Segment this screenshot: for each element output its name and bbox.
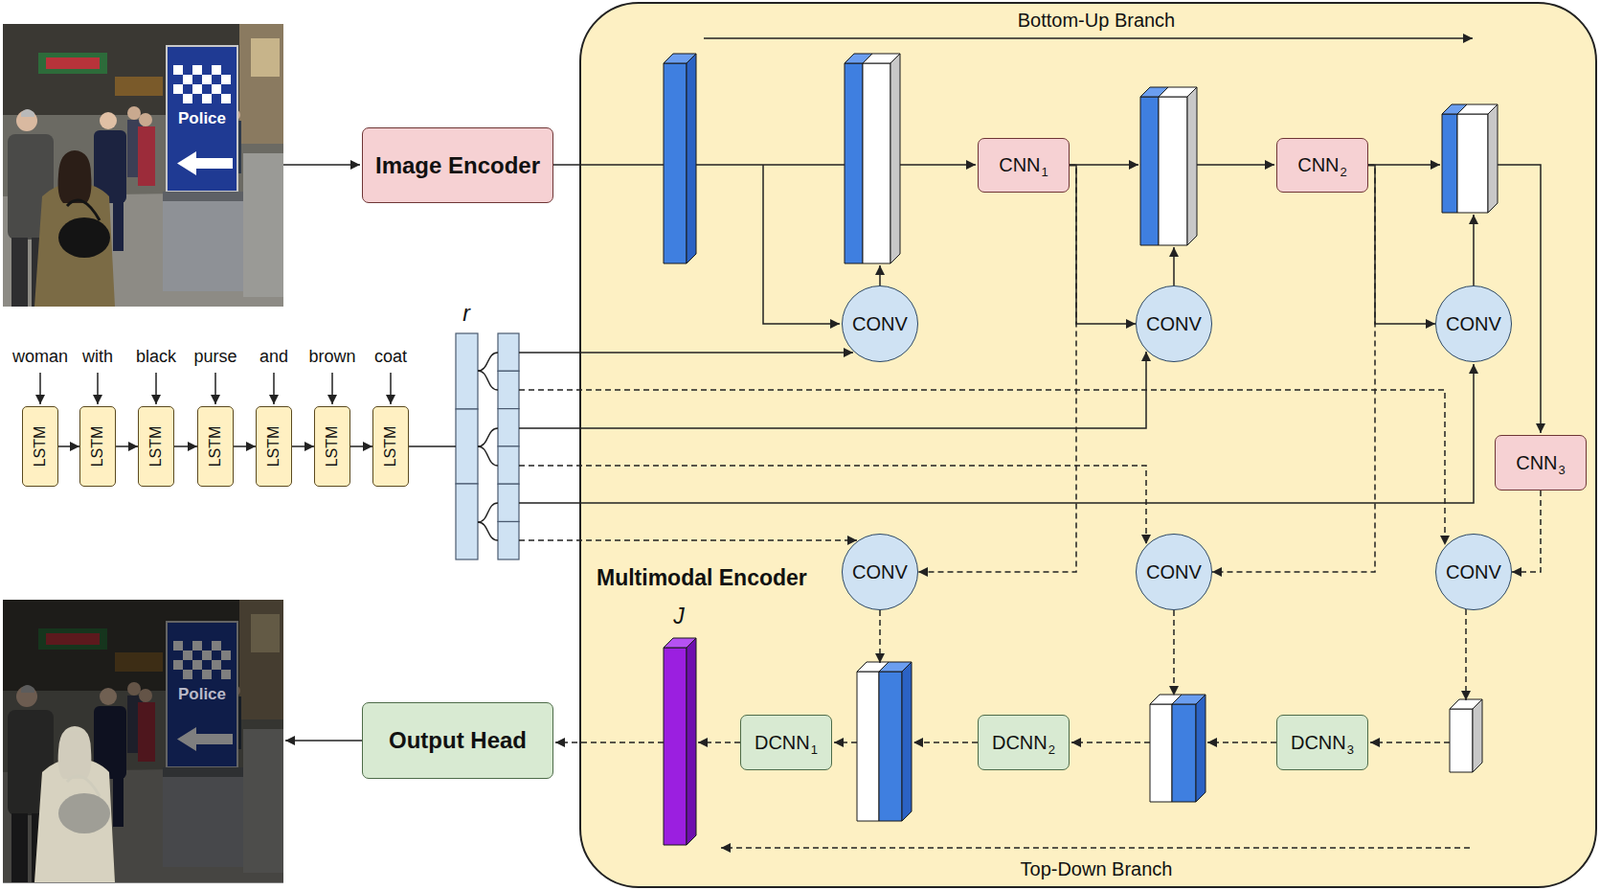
subscript-label: 1 [811, 742, 818, 757]
connector [58, 445, 80, 448]
cnn-box: CNN1 [977, 137, 1070, 193]
dashed-connector [1511, 490, 1541, 572]
node-label: CNN [998, 154, 1040, 177]
node-label: LSTM [147, 426, 165, 468]
node-label: LSTM [31, 426, 49, 468]
branch-label: Bottom-Up Branch [1017, 9, 1176, 32]
output-photo [2, 599, 284, 883]
lstm-cell: LSTM [22, 405, 59, 487]
conv-circle: CONV [1135, 285, 1213, 362]
lstm-cell: LSTM [314, 405, 351, 487]
node-label: LSTM [206, 426, 225, 468]
conv-circle: CONV [1435, 533, 1512, 610]
dcnn-box: DCNN3 [1276, 714, 1369, 770]
node-label: CNN [1297, 154, 1339, 177]
node-label: LSTM [265, 426, 283, 468]
subscript-label: 3 [1347, 742, 1354, 757]
connector [350, 445, 373, 448]
dashed-connector [918, 165, 1077, 573]
input-photo [2, 23, 284, 307]
vector-name: J [673, 603, 685, 630]
sign-text: Police [178, 684, 226, 704]
dashed-connector [1212, 165, 1375, 573]
word-label: woman [12, 346, 68, 367]
node-label: CONV [1146, 561, 1202, 584]
lstm-cell: LSTM [79, 405, 116, 487]
node-label: CNN [1515, 451, 1557, 474]
node-label: CONV [1445, 313, 1502, 336]
word-label: brown [308, 346, 356, 367]
branch-label: Top-Down Branch [1020, 857, 1173, 880]
lstm-cell: LSTM [137, 405, 175, 487]
connector [1368, 165, 1436, 325]
word-label: coat [374, 346, 407, 367]
output-head-box: Output Head [361, 701, 554, 779]
node-label: DCNN [991, 731, 1048, 754]
connector [292, 445, 315, 448]
subscript-label: 1 [1041, 164, 1049, 180]
connector [1069, 165, 1136, 325]
conv-circle: CONV [1435, 285, 1512, 362]
cnn-box: CNN2 [1276, 137, 1369, 193]
conv-circle: CONV [841, 285, 919, 362]
conv-circle: CONV [841, 533, 919, 610]
dashed-wires [518, 389, 1470, 848]
node-label: CONV [1146, 313, 1202, 336]
encoder-box: Image Encoder [361, 127, 554, 203]
word-label: and [259, 346, 289, 367]
cnn-box: CNN3 [1494, 434, 1587, 491]
node-label: CONV [1445, 561, 1502, 584]
node-label: Multimodal Encoder [596, 564, 808, 591]
vector-name: r [462, 300, 471, 327]
lstm-cell: LSTM [372, 405, 409, 487]
node-label: Output Head [388, 726, 527, 754]
subscript-label: 2 [1340, 164, 1348, 180]
node-label: CONV [852, 561, 908, 584]
node-label: LSTM [382, 426, 400, 468]
node-label: DCNN [754, 731, 811, 754]
dcnn-box: DCNN1 [740, 714, 833, 770]
subscript-label: 2 [1048, 742, 1056, 757]
solid-wires [40, 38, 1541, 741]
dcnn-box: DCNN2 [977, 714, 1070, 770]
feature-maps [663, 53, 1498, 845]
node-label: LSTM [89, 426, 107, 468]
node-label: CONV [852, 313, 908, 336]
word-label: with [82, 346, 113, 367]
node-label: Image Encoder [375, 152, 541, 180]
conv-circle: CONV [1135, 533, 1213, 610]
connector [174, 445, 198, 448]
lstm-cell: LSTM [197, 405, 234, 487]
r-vector [455, 333, 519, 560]
subscript-label: 3 [1558, 462, 1566, 477]
word-label: purse [193, 346, 237, 367]
word-label: black [135, 346, 177, 367]
node-label: LSTM [323, 426, 341, 468]
sign-text: Police [178, 109, 226, 129]
connector [233, 445, 256, 448]
connector [115, 445, 138, 448]
node-label: DCNN [1290, 731, 1347, 754]
lstm-cell: LSTM [255, 405, 293, 487]
